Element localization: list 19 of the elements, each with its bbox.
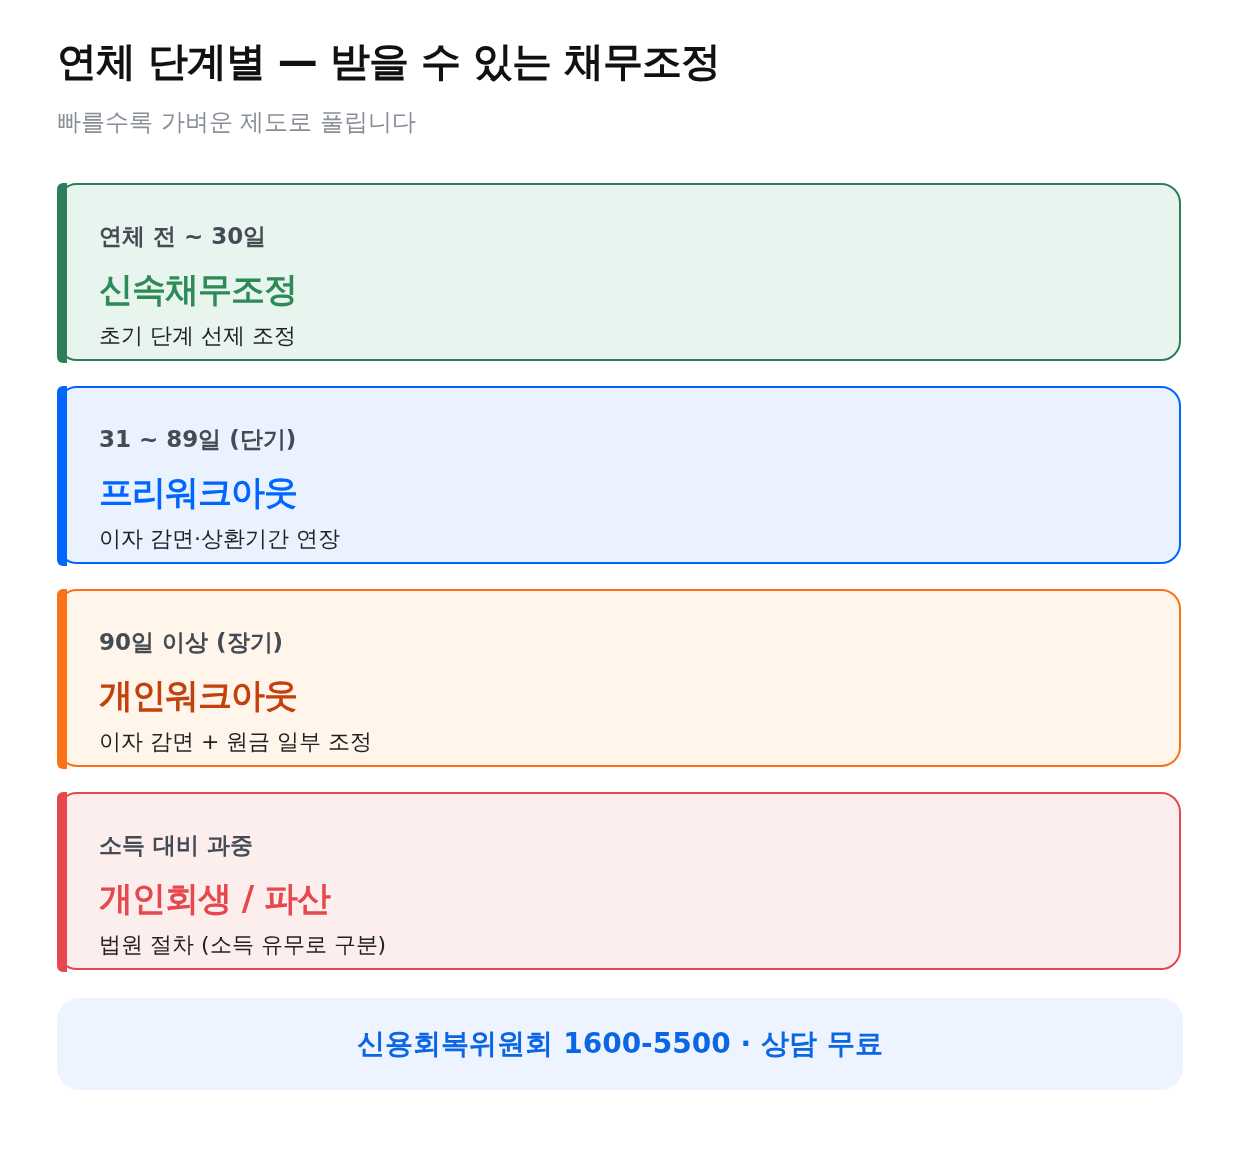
stage-period: 31 ~ 89일 (단기) [99,425,297,454]
stage-card [57,792,1181,970]
stage-period: 소득 대비 과중 [99,831,253,860]
page-title: 연체 단계별 — 받을 수 있는 채무조정 [57,37,720,86]
program-name: 개인워크아웃 [99,674,297,717]
program-name: 신속채무조정 [99,268,297,311]
program-name: 프리워크아웃 [99,471,297,514]
stage-card [57,183,1181,361]
program-description: 초기 단계 선제 조정 [99,322,296,350]
program-description: 법원 절차 (소득 유무로 구분) [99,931,387,959]
stage-card [57,386,1181,564]
program-description: 이자 감면 + 원금 일부 조정 [99,728,373,756]
stage-period: 90일 이상 (장기) [99,628,284,657]
stage-period: 연체 전 ~ 30일 [99,222,267,251]
subtitle: 빠를수록 가벼운 제도로 풀립니다 [57,107,416,138]
stage-card [57,589,1181,767]
program-name: 개인회생 / 파산 [99,877,331,920]
program-description: 이자 감면·상환기간 연장 [99,525,340,553]
contact-text: 신용회복위원회 1600-5500 · 상담 무료 [357,1026,883,1062]
